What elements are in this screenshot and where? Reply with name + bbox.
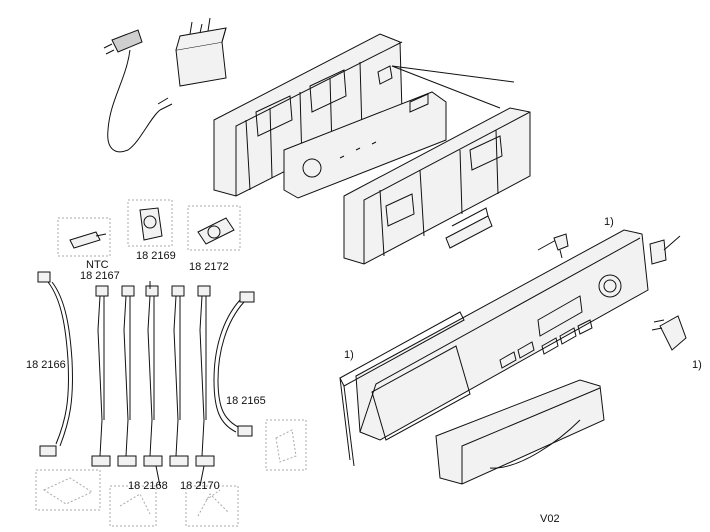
- note-marker-far-right: 1): [692, 359, 702, 371]
- label-182172: 18 2172: [189, 261, 229, 273]
- label-182170: 18 2170: [180, 480, 220, 492]
- knob-icon: [651, 315, 687, 351]
- label-182165: 18 2165: [226, 395, 266, 407]
- label-182167: 18 2167: [80, 270, 120, 282]
- ntc-sensor-icon: [57, 217, 111, 257]
- screw-icon: [537, 233, 569, 259]
- suppression-filter-icon: [175, 17, 227, 87]
- note-marker-top-right: 1): [604, 216, 614, 228]
- connector-parts-ghost: [35, 419, 307, 527]
- leader-lines: [149, 281, 205, 487]
- label-182166: 18 2166: [26, 359, 66, 371]
- note-marker-left: 1): [344, 349, 354, 361]
- clip-icon: [649, 235, 681, 265]
- part-182172-icon: [187, 205, 241, 251]
- part-182169-icon: [127, 199, 173, 247]
- version-label: V02: [540, 513, 560, 525]
- control-panel-icon: [339, 229, 649, 467]
- electronic-module-icon: [213, 33, 531, 265]
- wire-harness-set: [37, 271, 255, 467]
- drawer-front-icon: [435, 379, 605, 485]
- label-ntc: NTC: [86, 259, 109, 271]
- label-182168: 18 2168: [128, 480, 168, 492]
- power-cord-icon: [103, 29, 173, 153]
- label-182169: 18 2169: [136, 250, 176, 262]
